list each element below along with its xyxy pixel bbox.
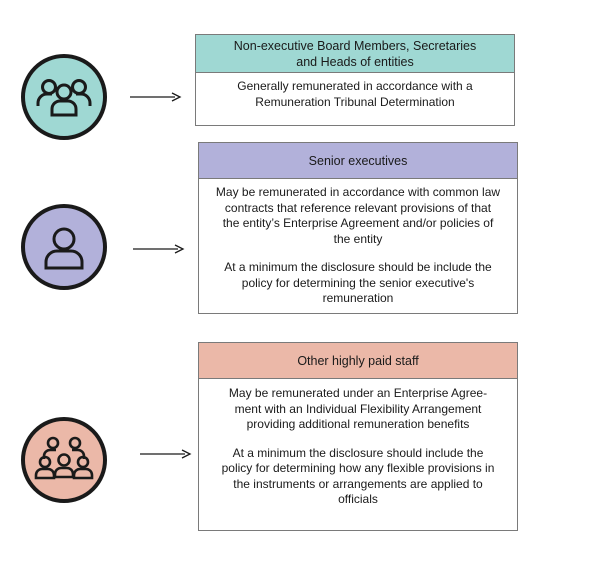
header-line: Other highly paid staff xyxy=(297,353,419,368)
body-paragraph: At a minimum the disclosure should inclu… xyxy=(209,446,507,508)
body-line: Remuneration Tribunal Determination xyxy=(255,94,455,109)
body-line: At a minimum the disclosure should be in… xyxy=(224,260,492,274)
body-paragraph: May be remunerated in accordance with co… xyxy=(209,185,507,247)
body-line: remuneration xyxy=(322,291,394,305)
body-line: ment with an Individual Flexibility Arra… xyxy=(234,401,482,416)
body-line: Generally remunerated in accordance with… xyxy=(237,79,473,93)
body-line: May be remunerated under an Enterprise A… xyxy=(228,386,488,400)
body-paragraph: May be remunerated under an Enterprise A… xyxy=(209,386,507,433)
body-paragraph: At a minimum the disclosure should be in… xyxy=(209,260,507,307)
senior-executives-card: Senior executives May be remunerated in … xyxy=(198,142,518,314)
arrow-right-icon xyxy=(130,92,182,102)
body-line: the instruments or arrangements are appl… xyxy=(233,476,483,491)
body-line: contracts that reference relevant provis… xyxy=(224,200,492,215)
header-line: Senior executives xyxy=(308,153,408,168)
body-paragraph: Generally remunerated in accordance with… xyxy=(206,79,504,110)
person-icon xyxy=(21,204,107,290)
body-line: the entity xyxy=(333,231,383,246)
header-line: and Heads of entities xyxy=(296,54,414,69)
body-line: policy for determining how any flexible … xyxy=(221,461,495,475)
header-line: Non-executive Board Members, Secretaries xyxy=(233,38,477,53)
card-body: May be remunerated under an Enterprise A… xyxy=(199,379,517,508)
body-line: the entity’s Enterprise Agreement and/or… xyxy=(222,216,494,230)
group-three-icon xyxy=(21,54,107,140)
body-line: providing additional remuneration benefi… xyxy=(246,417,470,431)
card-header: Senior executives xyxy=(199,143,517,179)
group-five-icon xyxy=(21,417,107,503)
card-header: Non-executive Board Members, Secretaries… xyxy=(196,35,514,73)
body-line: At a minimum the disclosure should inclu… xyxy=(232,445,484,460)
card-header: Other highly paid staff xyxy=(199,343,517,379)
card-body: May be remunerated in accordance with co… xyxy=(199,179,517,307)
arrow-right-icon xyxy=(140,449,192,459)
body-line: officials xyxy=(338,492,378,506)
body-line: policy for determining the senior execut… xyxy=(241,275,475,290)
non-executive-card: Non-executive Board Members, Secretaries… xyxy=(195,34,515,126)
card-body: Generally remunerated in accordance with… xyxy=(196,73,514,110)
other-highly-paid-card: Other highly paid staff May be remunerat… xyxy=(198,342,518,531)
body-line: May be remunerated in accordance with co… xyxy=(215,185,501,199)
arrow-right-icon xyxy=(133,244,185,254)
